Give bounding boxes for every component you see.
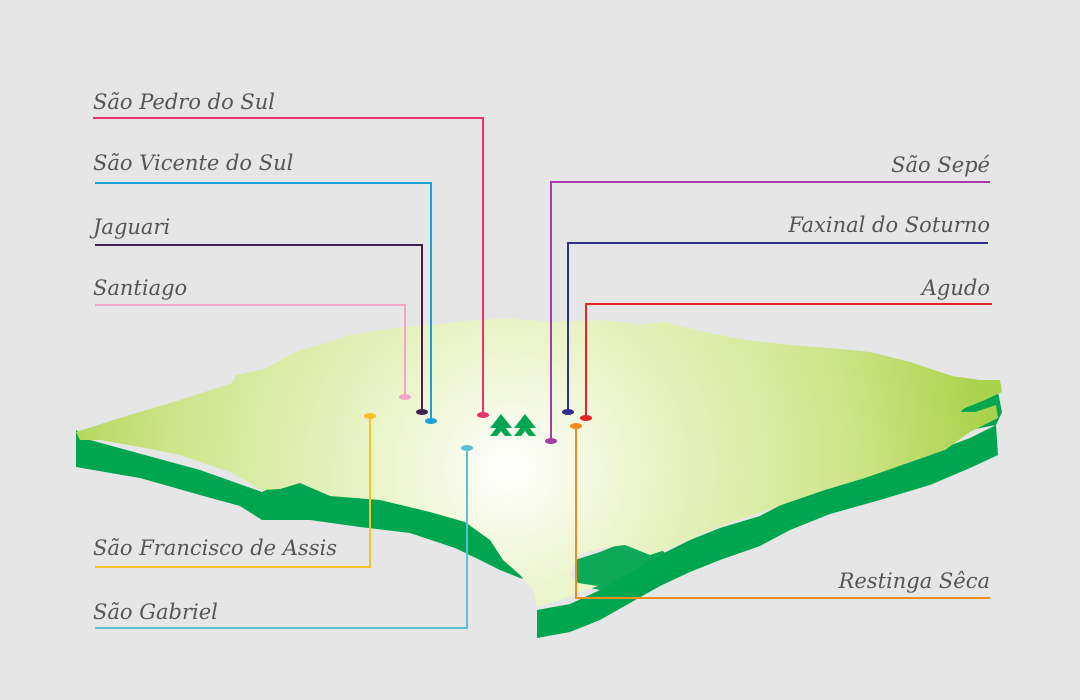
place-label-sao-sepe: São Sepé: [891, 153, 990, 177]
place-label-sao-francisco-de-assis: São Francisco de Assis: [93, 536, 337, 560]
leader-line-sao-sepe: [550, 181, 990, 441]
marker-dot-sao-sepe: [545, 438, 557, 444]
place-label-agudo: Agudo: [921, 276, 990, 300]
leader-line-jaguari: [95, 244, 423, 412]
place-label-faxinal-do-soturno: Faxinal do Soturno: [788, 213, 990, 237]
leader-line-sao-francisco-de-assis: [95, 416, 371, 568]
place-label-restinga-seca: Restinga Sêca: [838, 569, 990, 593]
place-label-santiago: Santiago: [93, 276, 188, 300]
marker-dot-restinga-seca: [570, 423, 582, 429]
leader-lines: [93, 117, 992, 629]
place-label-jaguari: Jaguari: [93, 215, 171, 239]
marker-dot-sao-francisco-de-assis: [364, 413, 376, 419]
leader-line-santiago: [95, 304, 406, 397]
leader-line-sao-pedro-do-sul: [93, 117, 484, 415]
map-extrusion: [76, 392, 1002, 638]
place-label-sao-pedro-do-sul: São Pedro do Sul: [93, 90, 276, 114]
marker-dot-sao-gabriel: [461, 445, 473, 451]
leader-line-sao-vicente-do-sul: [95, 182, 432, 421]
marker-dot-sao-pedro-do-sul: [477, 412, 489, 418]
marker-dot-jaguari: [416, 409, 428, 415]
leader-line-sao-gabriel: [95, 448, 468, 629]
double-chevron-up-icon: [490, 414, 536, 436]
leader-line-agudo: [585, 303, 992, 418]
marker-dot-sao-vicente-do-sul: [425, 418, 437, 424]
marker-dot-faxinal-do-soturno: [562, 409, 574, 415]
place-label-sao-gabriel: São Gabriel: [93, 600, 218, 624]
place-label-sao-vicente-do-sul: São Vicente do Sul: [93, 151, 294, 175]
marker-dot-santiago: [399, 394, 411, 400]
marker-dot-agudo: [580, 415, 592, 421]
leader-line-restinga-seca: [575, 426, 990, 599]
leader-line-faxinal-do-soturno: [567, 242, 988, 412]
map-top-face: [76, 318, 1002, 607]
